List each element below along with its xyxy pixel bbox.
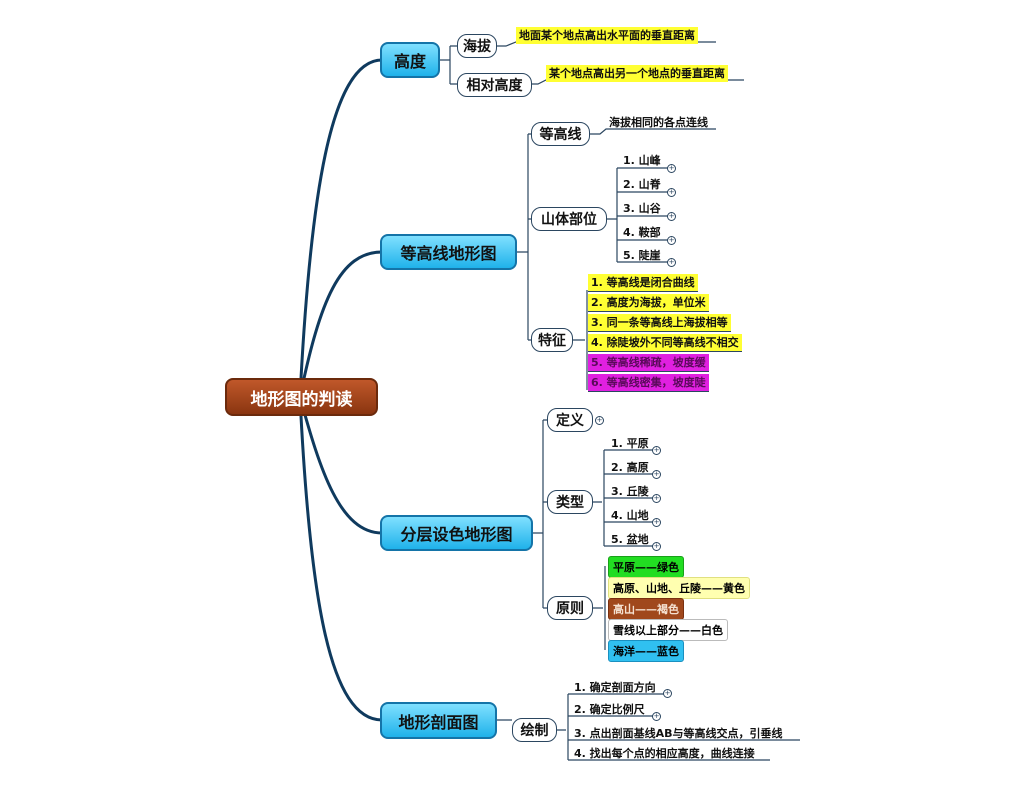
list-item: 1. 山峰 — [623, 154, 661, 167]
list-item: 5. 陡崖 — [623, 249, 661, 262]
expand-icon[interactable]: + — [667, 212, 676, 221]
list-item: 2. 高度为海拔，单位米 — [588, 294, 709, 312]
expand-icon[interactable]: + — [652, 518, 661, 527]
list-item: 4. 山地 — [611, 509, 649, 522]
altitude-desc: 地面某个地点高出水平面的垂直距离 — [516, 27, 698, 44]
principle-white: 雪线以上部分——白色 — [608, 619, 728, 641]
list-item: 3. 山谷 — [623, 202, 661, 215]
expand-icon[interactable]: + — [663, 689, 672, 698]
expand-icon[interactable]: + — [667, 258, 676, 267]
list-item: 2. 确定比例尺 — [574, 703, 645, 716]
root-node[interactable]: 地形图的判读 — [225, 378, 378, 416]
expand-icon[interactable]: + — [667, 188, 676, 197]
expand-icon[interactable]: + — [652, 494, 661, 503]
expand-icon[interactable]: + — [667, 236, 676, 245]
expand-icon[interactable]: + — [595, 416, 604, 425]
node-features[interactable]: 特征 — [531, 328, 573, 352]
list-item: 3. 点出剖面基线AB与等高线交点，引垂线 — [574, 727, 783, 740]
node-layered-map[interactable]: 分层设色地形图 — [380, 515, 533, 551]
node-definition[interactable]: 定义 — [547, 408, 593, 432]
node-mountain-parts[interactable]: 山体部位 — [531, 207, 607, 231]
node-principles[interactable]: 原则 — [547, 596, 593, 620]
list-item: 1. 确定剖面方向 — [574, 681, 656, 694]
expand-icon[interactable]: + — [652, 542, 661, 551]
list-item: 4. 鞍部 — [623, 226, 661, 239]
relative-height-desc: 某个地点高出另一个地点的垂直距离 — [546, 65, 728, 82]
principle-brown: 高山——褐色 — [608, 598, 684, 620]
list-item: 1. 平原 — [611, 437, 649, 450]
node-drawing[interactable]: 绘制 — [512, 718, 557, 742]
node-contour-line[interactable]: 等高线 — [531, 122, 590, 146]
principle-yellow: 高原、山地、丘陵——黄色 — [608, 577, 750, 599]
principle-green: 平原——绿色 — [608, 556, 684, 578]
contour-line-desc: 海拔相同的各点连线 — [609, 116, 708, 129]
expand-icon[interactable]: + — [652, 470, 661, 479]
list-item: 5. 等高线稀疏，坡度缓 — [588, 354, 709, 372]
list-item: 3. 同一条等高线上海拔相等 — [588, 314, 731, 332]
list-item: 2. 高原 — [611, 461, 649, 474]
list-item: 6. 等高线密集，坡度陡 — [588, 374, 709, 392]
list-item: 2. 山脊 — [623, 178, 661, 191]
expand-icon[interactable]: + — [667, 164, 676, 173]
list-item: 5. 盆地 — [611, 533, 649, 546]
expand-icon[interactable]: + — [652, 446, 661, 455]
principle-blue: 海洋——蓝色 — [608, 640, 684, 662]
node-contour-map[interactable]: 等高线地形图 — [380, 234, 517, 270]
node-altitude[interactable]: 海拔 — [457, 34, 497, 58]
list-item: 3. 丘陵 — [611, 485, 649, 498]
expand-icon[interactable]: + — [652, 712, 661, 721]
node-profile-map[interactable]: 地形剖面图 — [380, 702, 497, 739]
node-relative-height[interactable]: 相对高度 — [457, 73, 532, 97]
list-item: 4. 找出每个点的相应高度，曲线连接 — [574, 747, 755, 760]
list-item: 1. 等高线是闭合曲线 — [588, 274, 698, 292]
node-height[interactable]: 高度 — [380, 42, 440, 78]
node-types[interactable]: 类型 — [547, 490, 593, 514]
list-item: 4. 除陡坡外不同等高线不相交 — [588, 334, 742, 352]
